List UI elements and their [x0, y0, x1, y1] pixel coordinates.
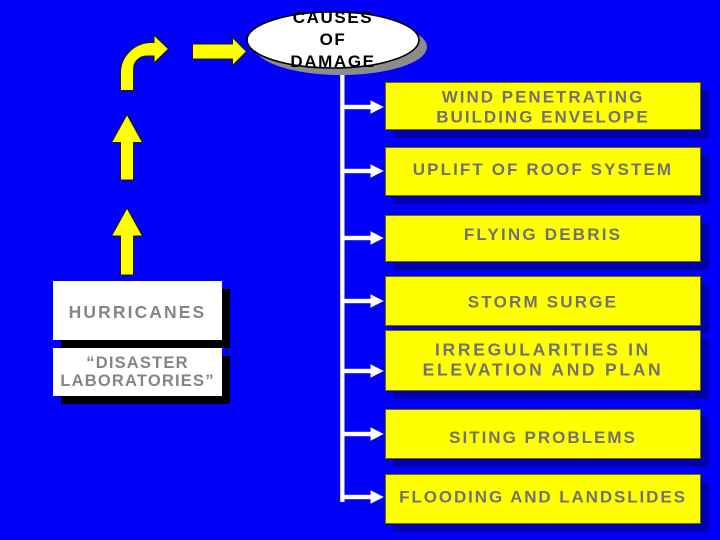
hurricanes-box: HURRICANES [53, 281, 222, 340]
connector-arrow-1 [342, 100, 384, 114]
disaster-laboratories-box: “DISASTER LABORATORIES” [53, 348, 222, 396]
ellipse-line-1: CAUSES [292, 7, 374, 27]
connector-trunk [340, 64, 345, 502]
cause-box-line: UPLIFT OF ROOF SYSTEM [412, 159, 674, 179]
cause-box-line: WIND PENETRATING [441, 87, 645, 107]
cause-box-line: STORM SURGE [467, 292, 619, 312]
connector-arrow-shaft [342, 104, 371, 110]
cause-box-line: BUILDING ENVELOPE [436, 107, 650, 127]
connector-arrow-shaft [342, 235, 371, 241]
connector-arrow-5 [342, 364, 384, 378]
connector-arrow-shaft [342, 431, 371, 437]
connector-arrow-3 [342, 231, 384, 245]
connector-arrow-2 [342, 164, 384, 178]
up-arrow-upper [110, 113, 144, 181]
connector-arrow-4 [342, 294, 384, 308]
cause-box-flying-debris: FLYING DEBRIS [385, 215, 701, 262]
disaster-line-2: LABORATORIES” [60, 372, 215, 390]
connector-arrow-head [370, 364, 384, 378]
disaster-line-1: “DISASTER [86, 354, 189, 373]
connector-tree [340, 64, 384, 504]
up-arrow-lower [110, 206, 144, 276]
ellipse-line-2: OF [319, 29, 347, 49]
connector-arrow-shaft [342, 494, 371, 500]
connector-arrow-head [370, 164, 384, 178]
cause-box-wind-penetrating: WIND PENETRATING BUILDING ENVELOPE [385, 82, 701, 130]
connector-arrow-7 [342, 490, 384, 504]
causes-ellipse [246, 11, 420, 69]
disaster-label: “DISASTER LABORATORIES” [60, 354, 215, 391]
connector-arrow-head [370, 427, 384, 441]
cause-box-line: SITING PROBLEMS [449, 427, 637, 447]
connector-arrow-shaft [342, 298, 371, 304]
hurricanes-label: HURRICANES [68, 301, 207, 322]
connector-arrow-shaft [342, 168, 371, 174]
cause-box-irregularities: IRREGULARITIES IN ELEVATION AND PLAN [385, 330, 701, 391]
cause-box-line: FLYING DEBRIS [463, 225, 623, 245]
connector-arrow-head [370, 100, 384, 114]
connector-arrow-shaft [342, 368, 371, 374]
curved-arrow [120, 33, 170, 91]
cause-box-siting-problems: SITING PROBLEMS [385, 408, 701, 459]
ellipse-line-3: DAMAGE [290, 51, 376, 71]
cause-box-line: IRREGULARITIES IN [434, 338, 652, 359]
cause-box-storm-surge: STORM SURGE [385, 275, 701, 326]
connector-arrow-head [370, 294, 384, 308]
cause-box-flooding-landslides: FLOODING AND LANDSLIDES [385, 474, 701, 524]
yellow-arrows-group [110, 33, 248, 276]
cause-box-uplift-of-roof: UPLIFT OF ROOF SYSTEM [385, 147, 701, 196]
cause-box-line: ELEVATION AND PLAN [422, 358, 664, 379]
connector-arrow-head [370, 231, 384, 245]
connector-arrow-6 [342, 427, 384, 441]
connector-arrow-head [370, 490, 384, 504]
cause-box-line: FLOODING AND LANDSLIDES [399, 487, 687, 507]
right-arrow [192, 36, 248, 67]
causes-of-damage-title: CAUSES OF DAMAGE [247, 8, 419, 71]
